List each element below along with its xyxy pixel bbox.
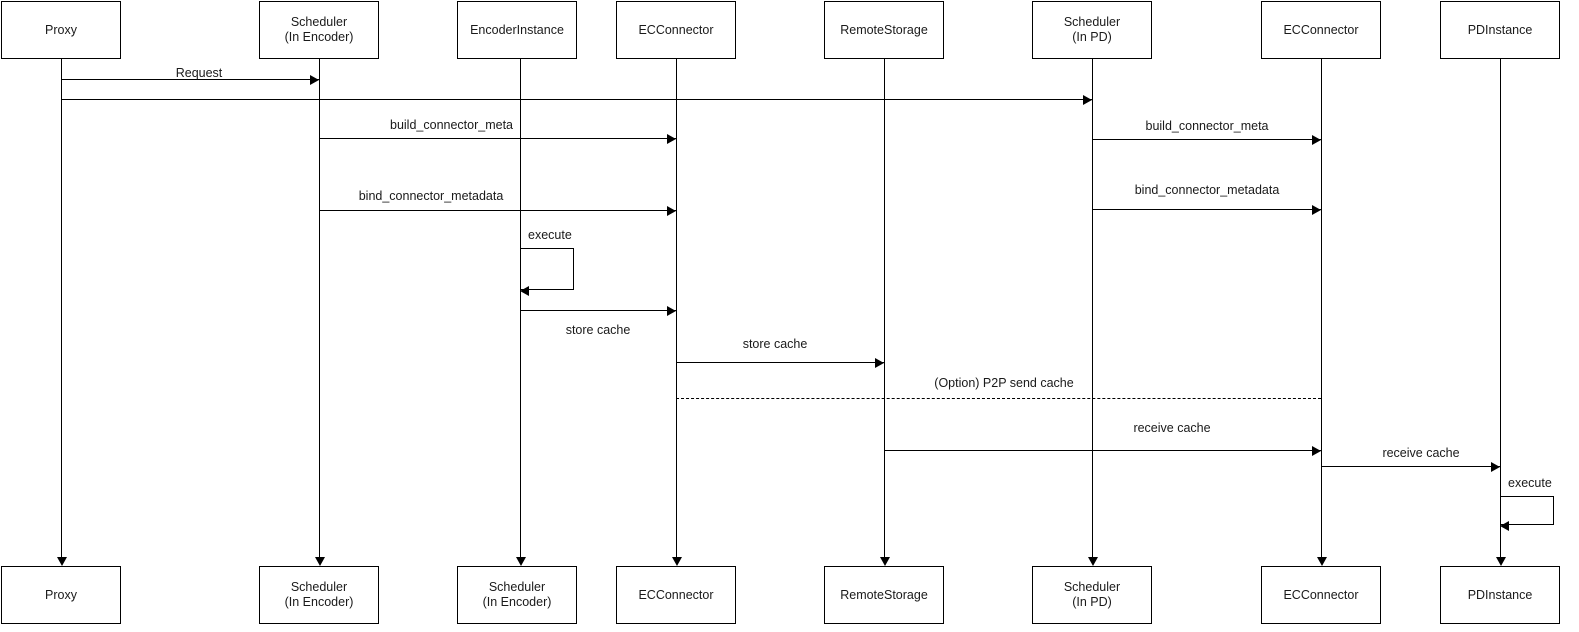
message-line-m6	[1092, 209, 1321, 210]
message-line-m5	[319, 210, 676, 211]
participant-footer-sched_enc[interactable]: Scheduler (In Encoder)	[259, 566, 379, 624]
self-message-loop-s1	[520, 248, 574, 290]
participant-header-encoder_inst[interactable]: EncoderInstance	[457, 1, 577, 59]
participant-header-pd_inst[interactable]: PDInstance	[1440, 1, 1560, 59]
message-label-m8: store cache	[742, 337, 808, 351]
message-label-m9: (Option) P2P send cache	[934, 376, 1074, 390]
participant-header-ecconn_right[interactable]: ECConnector	[1261, 1, 1381, 59]
message-line-m9	[676, 398, 1321, 399]
message-label-m11: receive cache	[1382, 446, 1460, 460]
participant-footer-ecconn_right[interactable]: ECConnector	[1261, 566, 1381, 624]
self-message-label-s1: execute	[528, 228, 572, 242]
participant-footer-remote[interactable]: RemoteStorage	[824, 566, 944, 624]
lifeline-sched_pd	[1092, 59, 1093, 557]
participant-footer-proxy[interactable]: Proxy	[1, 566, 121, 624]
message-label-m1: Request	[175, 66, 223, 80]
lifeline-sched_enc	[319, 59, 320, 557]
message-line-m11	[1321, 466, 1500, 467]
message-label-m5: bind_connector_metadata	[358, 189, 504, 203]
participant-header-sched_pd[interactable]: Scheduler (In PD)	[1032, 1, 1152, 59]
lifeline-end-arrow-sched_pd	[1087, 557, 1098, 566]
self-message-loop-s2	[1500, 496, 1554, 525]
participant-footer-pd_inst[interactable]: PDInstance	[1440, 566, 1560, 624]
lifeline-end-arrow-ecconn_left	[671, 557, 682, 566]
message-line-m7	[520, 310, 676, 311]
lifeline-end-arrow-ecconn_right	[1316, 557, 1327, 566]
participant-header-proxy[interactable]: Proxy	[1, 1, 121, 59]
participant-footer-encoder_inst[interactable]: Scheduler (In Encoder)	[457, 566, 577, 624]
participant-header-ecconn_left[interactable]: ECConnector	[616, 1, 736, 59]
message-label-m6: bind_connector_metadata	[1134, 183, 1280, 197]
message-label-m3: build_connector_meta	[390, 118, 513, 132]
participant-footer-ecconn_left[interactable]: ECConnector	[616, 566, 736, 624]
message-line-m1	[61, 79, 319, 80]
self-message-label-s2: execute	[1508, 476, 1552, 490]
participant-header-remote[interactable]: RemoteStorage	[824, 1, 944, 59]
message-line-m10	[884, 450, 1321, 451]
lifeline-proxy	[61, 59, 62, 557]
message-arrowhead-m6	[1312, 204, 1321, 215]
message-arrowhead-m10	[1312, 445, 1321, 456]
lifeline-end-arrow-proxy	[56, 557, 67, 566]
self-message-arrowhead-s1	[520, 285, 529, 296]
lifeline-end-arrow-pd_inst	[1495, 557, 1506, 566]
message-arrowhead-m4	[1312, 134, 1321, 145]
message-arrowhead-m11	[1491, 461, 1500, 472]
lifeline-ecconn_right	[1321, 59, 1322, 557]
message-arrowhead-m1	[310, 74, 319, 85]
message-arrowhead-m3	[667, 133, 676, 144]
message-line-m2	[61, 99, 1092, 100]
message-line-m8	[676, 362, 884, 363]
message-label-m7: store cache	[565, 323, 631, 337]
message-line-m3	[319, 138, 676, 139]
lifeline-encoder_inst	[520, 59, 521, 557]
message-arrowhead-m8	[875, 357, 884, 368]
lifeline-ecconn_left	[676, 59, 677, 557]
participant-header-sched_enc[interactable]: Scheduler (In Encoder)	[259, 1, 379, 59]
message-arrowhead-m2	[1083, 94, 1092, 105]
message-label-m10: receive cache	[1133, 421, 1211, 435]
lifeline-pd_inst	[1500, 59, 1501, 557]
lifeline-remote	[884, 59, 885, 557]
message-arrowhead-m7	[667, 305, 676, 316]
message-line-m4	[1092, 139, 1321, 140]
message-arrowhead-m5	[667, 205, 676, 216]
lifeline-end-arrow-encoder_inst	[515, 557, 526, 566]
participant-footer-sched_pd[interactable]: Scheduler (In PD)	[1032, 566, 1152, 624]
lifeline-end-arrow-sched_enc	[314, 557, 325, 566]
self-message-arrowhead-s2	[1500, 520, 1509, 531]
lifeline-end-arrow-remote	[879, 557, 890, 566]
message-label-m4: build_connector_meta	[1145, 119, 1269, 133]
